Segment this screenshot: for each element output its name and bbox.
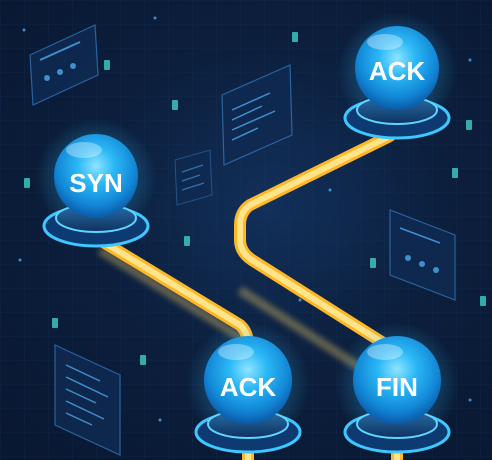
node-ack-top-label: ACK xyxy=(369,56,426,86)
node-syn: SYN xyxy=(36,118,156,248)
node-ack-bottom: ACK xyxy=(186,322,310,454)
code-panel-center xyxy=(221,64,293,166)
code-panel-small-mid xyxy=(174,149,213,206)
code-panel-top-left xyxy=(29,24,99,106)
node-ack-top: ACK xyxy=(337,12,457,140)
node-fin-label: FIN xyxy=(376,372,418,402)
node-ack-bottom-label: ACK xyxy=(220,372,277,402)
node-syn-label: SYN xyxy=(69,168,122,198)
code-panel-bottom-left xyxy=(54,344,121,456)
node-fin: FIN xyxy=(335,322,459,454)
chip-icon xyxy=(24,32,486,365)
code-panel-right xyxy=(389,209,456,301)
sparkle-dots xyxy=(18,16,472,422)
